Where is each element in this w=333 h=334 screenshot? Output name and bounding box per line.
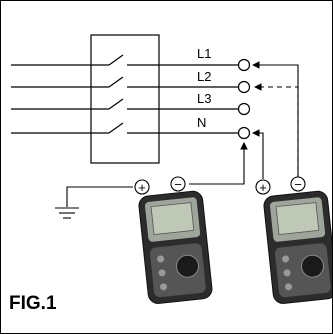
plus-icon xyxy=(134,179,150,195)
svg-text:+: + xyxy=(259,180,267,195)
label-l1: L1 xyxy=(197,46,211,61)
svg-text:+: + xyxy=(138,180,146,195)
switch-contacts xyxy=(108,54,124,134)
lead-left-to-n xyxy=(189,141,248,185)
meter-screen xyxy=(150,202,195,235)
switchgear-box xyxy=(90,34,160,164)
insulation-tester-left xyxy=(138,190,213,304)
terminal-n xyxy=(237,126,251,140)
svg-text:−: − xyxy=(174,177,182,192)
lead-right-to-n xyxy=(251,129,264,179)
polarity-symbols: + − + − xyxy=(134,176,306,195)
label-l3: L3 xyxy=(197,91,211,106)
rotary-dial-icon xyxy=(176,254,200,278)
svg-text:−: − xyxy=(294,177,302,192)
earth-icon xyxy=(55,207,79,219)
terminal-l3 xyxy=(237,102,251,116)
lead-to-l1 xyxy=(251,61,299,179)
terminal-l1 xyxy=(237,58,251,72)
figure-caption: FIG.1 xyxy=(9,293,57,314)
outgoing-lines xyxy=(127,64,238,134)
lead-to-earth xyxy=(66,186,133,207)
terminal-l2 xyxy=(237,80,251,94)
incoming-lines xyxy=(11,64,109,134)
label-n: N xyxy=(197,115,206,130)
minus-icon xyxy=(170,176,186,192)
meter-screen xyxy=(275,202,320,235)
terminals xyxy=(237,58,251,140)
plus-icon xyxy=(255,179,271,195)
lead-to-l2-dashed xyxy=(253,83,299,179)
insulation-tester-right xyxy=(263,190,332,304)
minus-icon xyxy=(290,176,306,192)
label-l2: L2 xyxy=(197,69,211,84)
rotary-dial-icon xyxy=(301,254,325,278)
